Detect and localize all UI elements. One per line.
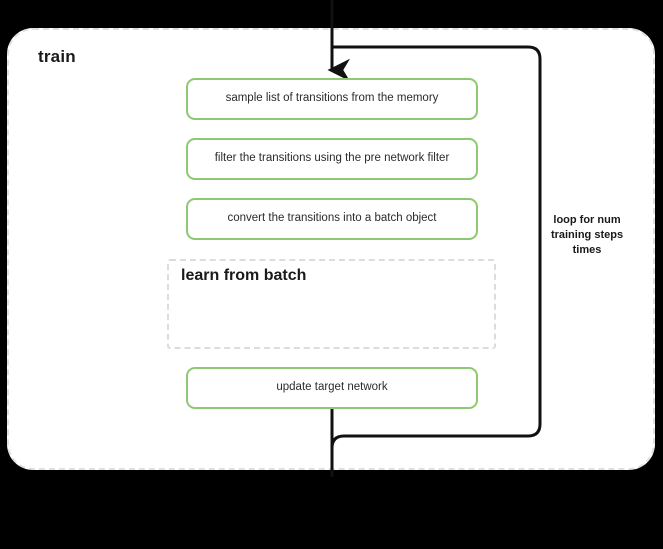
- step-box-update-target-network[interactable]: update target network: [186, 367, 478, 409]
- step-box-convert-to-batch[interactable]: convert the transitions into a batch obj…: [186, 198, 478, 240]
- step-box-sample-transitions[interactable]: sample list of transitions from the memo…: [186, 78, 478, 120]
- step-box-filter-transitions[interactable]: filter the transitions using the pre net…: [186, 138, 478, 180]
- train-group-title: train: [38, 47, 76, 66]
- loop-annotation-label: loop for num training steps times: [550, 214, 624, 256]
- step-label: filter the transitions using the pre net…: [214, 152, 450, 165]
- step-label: update target network: [276, 381, 388, 394]
- step-label: sample list of transitions from the memo…: [225, 92, 439, 105]
- learn-from-batch-panel: [167, 259, 496, 349]
- learn-from-batch-title: learn from batch: [181, 267, 307, 284]
- step-label: convert the transitions into a batch obj…: [227, 212, 437, 225]
